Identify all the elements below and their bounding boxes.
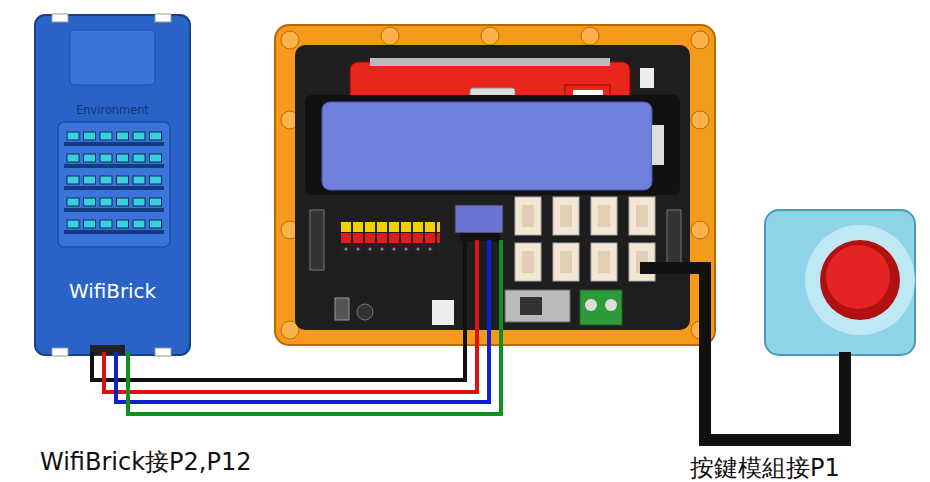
module-name: WifiBrick (35, 280, 190, 303)
button-cable (640, 268, 845, 440)
caption-note: 按鍵模組接P1 (690, 452, 840, 482)
button-module (765, 210, 915, 355)
wires (92, 240, 501, 414)
caption-note: WifiBrick接P2,P12 (40, 446, 251, 478)
controller-board (275, 25, 715, 345)
wifibrick-module (35, 14, 190, 356)
module-sublabel: Environment (35, 103, 190, 117)
module-box: EnvironmentWifiBrick (35, 15, 190, 355)
